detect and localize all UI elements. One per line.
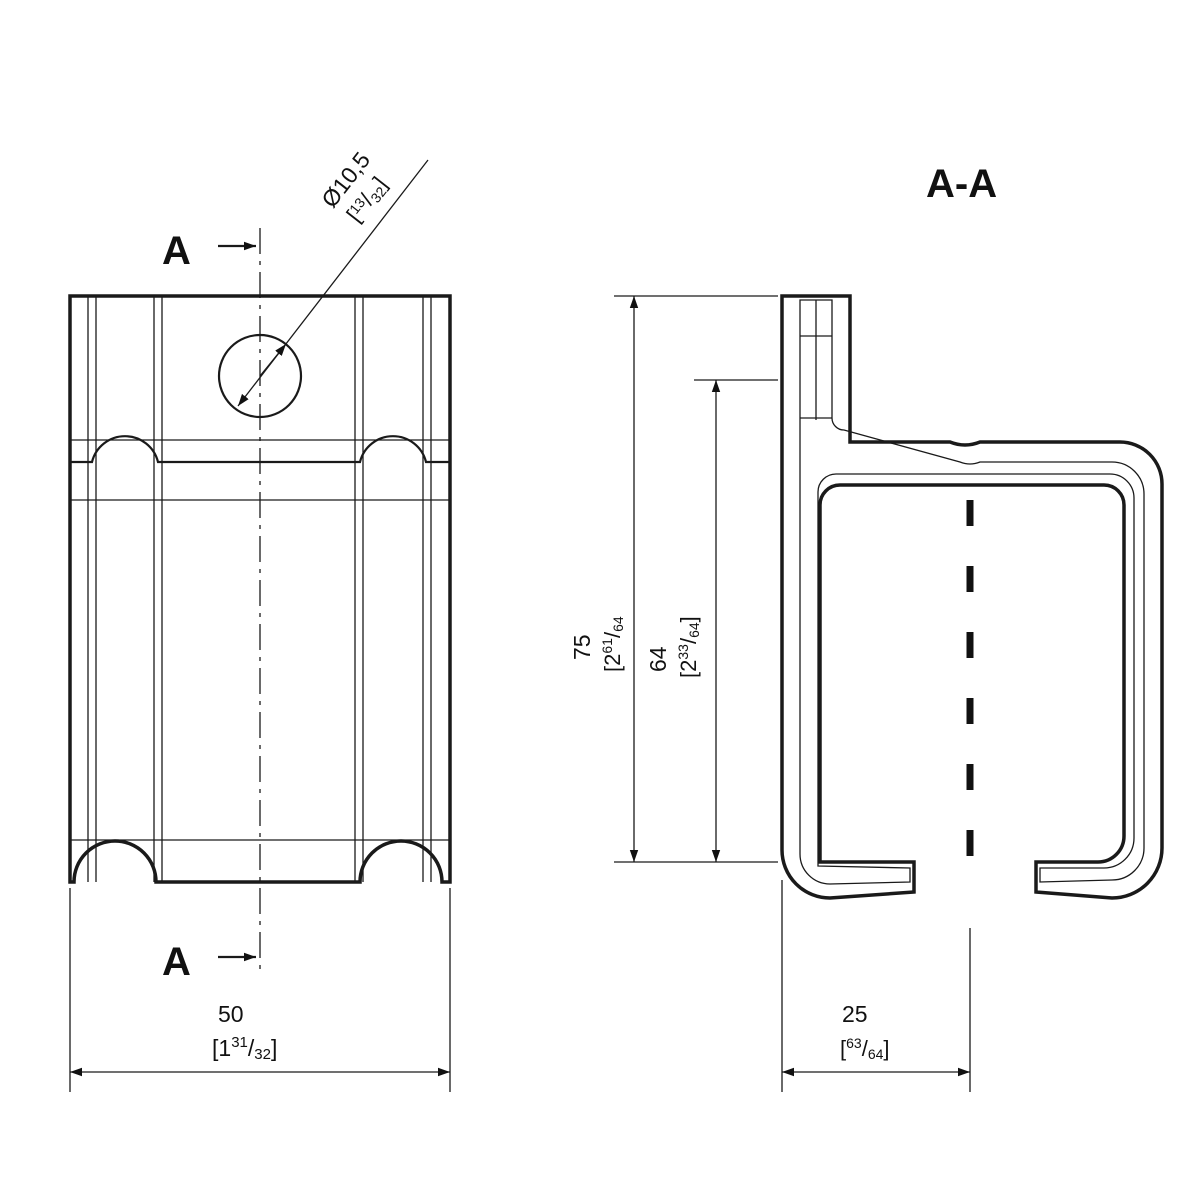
depth-fraction: [63/64]: [840, 1035, 890, 1062]
depth-value: 25: [842, 1001, 868, 1027]
height-inner-fraction: [233/64]: [675, 616, 702, 678]
front-view-upper-bends: [70, 435, 450, 464]
height-inner-label: 64 [233/64]: [645, 616, 702, 678]
section-title: A-A: [926, 162, 997, 206]
height-total-fraction: [261/64: [599, 616, 626, 672]
height-inner-value: 64: [645, 646, 671, 672]
section-profile-outer: [780, 294, 1164, 900]
width-value: 50: [218, 1001, 244, 1027]
section-view: A-A 75 [261/64 64 [233/64]: [569, 162, 1164, 1092]
hole-diameter-label: Ø10,5 [13/32]: [316, 147, 392, 226]
height-total-label: 75 [261/64: [569, 616, 626, 672]
hole-diameter-arrow: [259, 343, 287, 377]
width-fraction: [131/32]: [212, 1034, 277, 1063]
front-view: A A Ø10,5 [13/32] 50 [131/32]: [68, 147, 452, 1092]
section-marker-top: A: [162, 229, 191, 273]
height-total-value: 75: [569, 634, 595, 660]
section-marker-bottom: A: [162, 940, 191, 984]
section-inner-lines: [800, 300, 832, 420]
section-material-band: [799, 299, 1145, 885]
front-view-ribs: [70, 296, 450, 882]
